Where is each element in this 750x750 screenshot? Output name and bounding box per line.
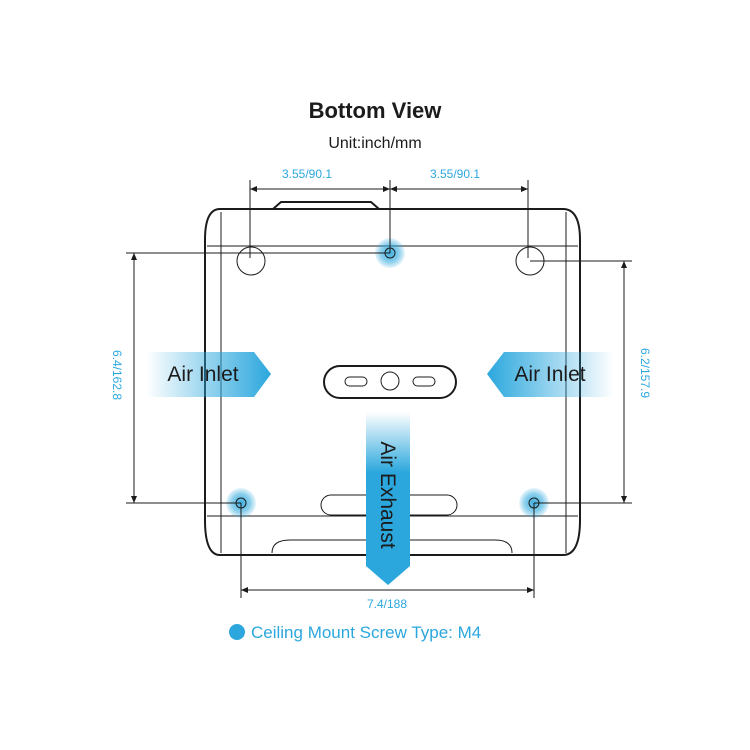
dimension-left bbox=[126, 252, 390, 504]
dim-top-right-label: 3.55/90.1 bbox=[430, 167, 480, 181]
dim-left-height-label: 6.4/162.8 bbox=[110, 350, 124, 400]
air-inlet-left-arrow bbox=[146, 352, 271, 397]
foot-top-left bbox=[236, 246, 266, 276]
dim-bottom-width-label: 7.4/188 bbox=[367, 597, 407, 611]
dimension-bottom bbox=[240, 503, 535, 598]
dimension-right bbox=[530, 260, 632, 504]
air-exhaust-arrow bbox=[366, 412, 410, 585]
legend-text: Ceiling Mount Screw Type: M4 bbox=[251, 623, 481, 642]
air-inlet-right-arrow bbox=[487, 352, 614, 397]
air-inlet-right-label: Air Inlet bbox=[514, 363, 585, 386]
dim-right-height-label: 6.2/157.9 bbox=[638, 348, 652, 398]
dim-top-left-label: 3.55/90.1 bbox=[282, 167, 332, 181]
legend-dot-icon bbox=[229, 624, 245, 640]
unit-label: Unit:inch/mm bbox=[328, 135, 421, 152]
page-title: Bottom View bbox=[309, 98, 443, 123]
vent-plate-upper bbox=[323, 365, 457, 399]
air-inlet-left-label: Air Inlet bbox=[167, 363, 238, 386]
air-exhaust-label: Air Exhaust bbox=[376, 441, 399, 549]
dimension-top bbox=[249, 180, 529, 258]
